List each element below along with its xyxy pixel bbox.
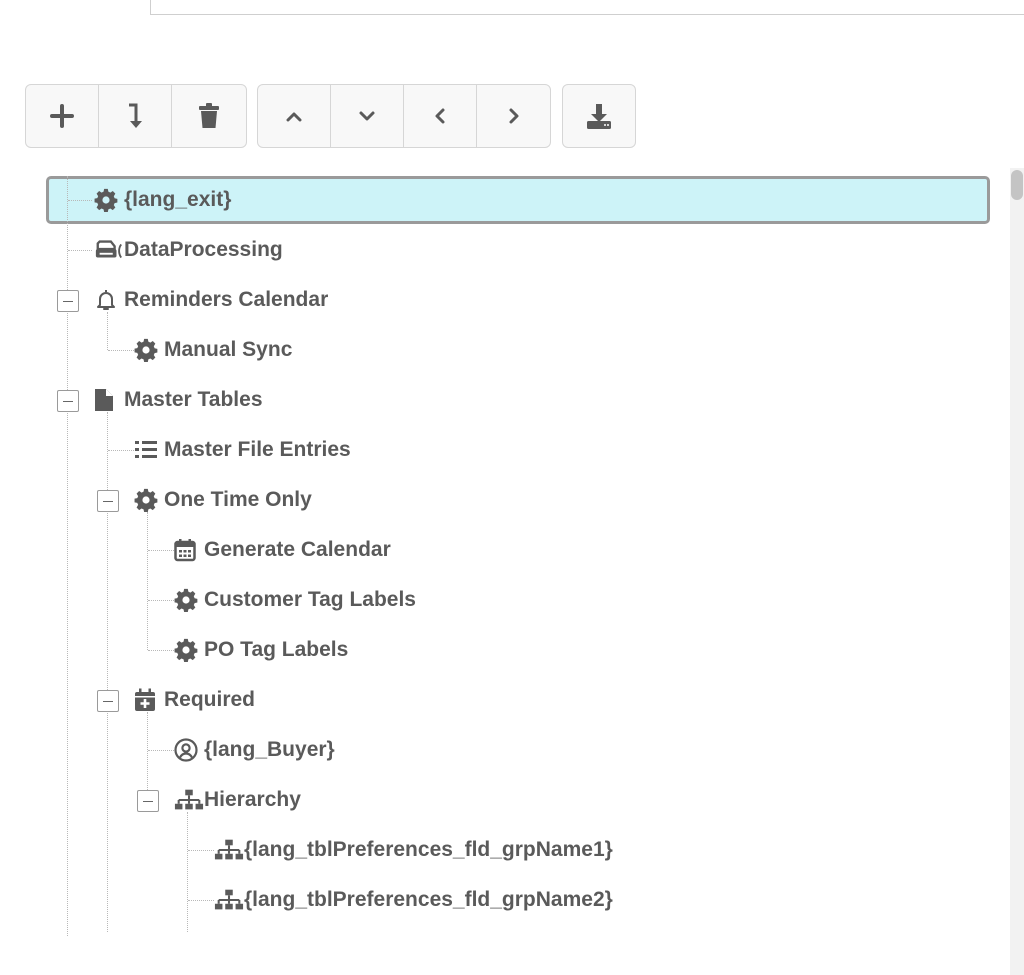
collapse-toggle-one-time-only[interactable] <box>97 490 119 512</box>
calendar-icon <box>174 537 204 563</box>
tree-node-required[interactable]: Required <box>134 680 255 720</box>
move-up-button[interactable] <box>258 85 331 147</box>
toolbar-group-move <box>257 84 551 148</box>
bell-icon <box>94 287 124 313</box>
tree-node-label: PO Tag Labels <box>204 638 349 661</box>
tree-node-reminders-calendar[interactable]: Reminders Calendar <box>94 280 328 320</box>
tree-node-manual-sync[interactable]: Manual Sync <box>134 330 292 370</box>
user-circle-icon <box>174 737 204 763</box>
calendar-plus-icon <box>134 687 164 713</box>
chevron-up-icon <box>286 112 302 122</box>
gear-icon <box>94 187 124 213</box>
tree-node-one-time-only[interactable]: One Time Only <box>134 480 312 520</box>
trash-icon <box>198 103 219 128</box>
tree-connector <box>68 250 92 251</box>
tree-node-master-tables[interactable]: Master Tables <box>94 380 263 420</box>
tree-connector <box>148 750 174 751</box>
tree-node-dataprocessing[interactable]: DataProcessing <box>94 230 283 270</box>
top-panel <box>150 0 1024 15</box>
insert-child-button[interactable] <box>99 85 172 147</box>
chevron-right-icon <box>509 108 518 124</box>
chevron-left-icon <box>435 108 445 124</box>
tree-connector <box>148 600 174 601</box>
tree-node-label: {lang_exit} <box>124 188 232 211</box>
list-icon <box>134 437 164 463</box>
tree-connector <box>148 650 174 651</box>
toolbar-group-export <box>562 84 636 148</box>
tree-node-lang-buyer[interactable]: {lang_Buyer} <box>174 730 335 770</box>
tree-node-master-file-entries[interactable]: Master File Entries <box>134 430 351 470</box>
tree-connector <box>107 312 108 350</box>
tree-connector <box>188 900 214 901</box>
download-button[interactable] <box>563 85 635 147</box>
tree-node-label: One Time Only <box>164 488 312 511</box>
tree-connector <box>147 512 148 650</box>
gear-icon <box>134 337 164 363</box>
tree-connector <box>187 812 188 932</box>
tree-connector <box>108 450 134 451</box>
tree-node-customer-tag-labels[interactable]: Customer Tag Labels <box>174 580 416 620</box>
tree-node-label: Reminders Calendar <box>124 288 329 311</box>
tree-node-generate-calendar[interactable]: Generate Calendar <box>174 530 391 570</box>
tree-connector <box>67 176 68 936</box>
sitemap-icon <box>174 787 204 813</box>
tree-connector <box>108 350 134 351</box>
tree-node-grpname2[interactable]: {lang_tblPreferences_fld_grpName2} <box>214 880 613 920</box>
outdent-button[interactable] <box>404 85 477 147</box>
tree-connector <box>107 412 108 932</box>
collapse-toggle-required[interactable] <box>97 690 119 712</box>
tree-connector <box>147 712 148 800</box>
gear-icon <box>134 487 164 513</box>
tree-node-label: Master File Entries <box>164 438 351 461</box>
scrollbar-track[interactable] <box>1010 168 1024 975</box>
sitemap-icon <box>214 887 244 913</box>
tree-node-label: Generate Calendar <box>204 538 391 561</box>
collapse-toggle-master-tables[interactable] <box>57 390 79 412</box>
tree-node-label: {lang_tblPreferences_fld_grpName2} <box>244 888 613 911</box>
tree-node-label: Customer Tag Labels <box>204 588 416 611</box>
indent-button[interactable] <box>477 85 550 147</box>
tree-connector <box>188 850 214 851</box>
collapse-toggle-hierarchy[interactable] <box>137 790 159 812</box>
tree-node-label: Manual Sync <box>164 338 293 361</box>
collapse-toggle-reminders-calendar[interactable] <box>57 290 79 312</box>
move-down-button[interactable] <box>331 85 404 147</box>
tree-node-lang-exit[interactable]: {lang_exit} <box>94 180 231 220</box>
tree-node-label: Master Tables <box>124 388 263 411</box>
gear-icon <box>174 587 204 613</box>
tree-node-label: {lang_tblPreferences_fld_grpName1} <box>244 838 613 861</box>
sitemap-icon <box>214 837 244 863</box>
gear-icon <box>174 637 204 663</box>
selected-row-highlight <box>46 176 990 224</box>
insert-arrow-icon <box>129 103 142 128</box>
tree-node-hierarchy[interactable]: Hierarchy <box>174 780 301 820</box>
download-icon <box>587 104 611 129</box>
tree-node-label: {lang_Buyer} <box>204 738 335 761</box>
toolbar-group-edit <box>25 84 247 148</box>
add-button[interactable] <box>26 85 99 147</box>
delete-button[interactable] <box>172 85 245 147</box>
printer-icon <box>94 237 124 263</box>
tree-node-grpname1[interactable]: {lang_tblPreferences_fld_grpName1} <box>214 830 613 870</box>
tree-node-label: DataProcessing <box>124 238 283 261</box>
tree-node-po-tag-labels[interactable]: PO Tag Labels <box>174 630 348 670</box>
chevron-down-icon <box>359 111 375 121</box>
scrollbar-thumb[interactable] <box>1011 170 1023 200</box>
plus-icon <box>50 104 74 128</box>
file-icon <box>94 387 124 413</box>
tree-connector <box>68 200 92 201</box>
tree-node-label: Hierarchy <box>204 788 301 811</box>
tree-connector <box>148 550 174 551</box>
tree-node-label: Required <box>164 688 256 711</box>
